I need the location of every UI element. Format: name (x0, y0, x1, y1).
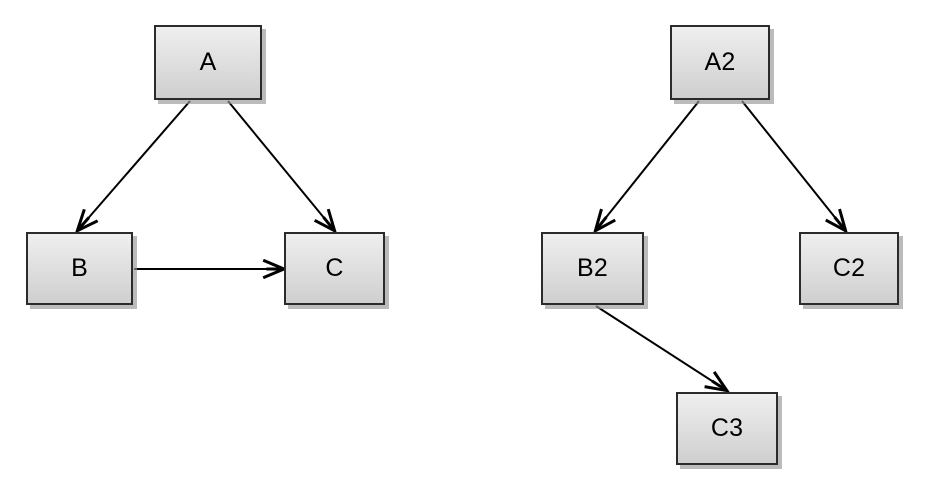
edge-a-c (227, 100, 334, 230)
edges-group (78, 100, 845, 390)
node-a[interactable]: A (154, 25, 262, 100)
node-c3[interactable]: C3 (676, 392, 778, 465)
node-label-b: B (71, 254, 88, 282)
node-c2[interactable]: C2 (799, 232, 899, 305)
node-b[interactable]: B (26, 232, 133, 305)
edge-a2-c2 (741, 100, 845, 230)
node-a2[interactable]: A2 (670, 25, 770, 100)
node-label-a2: A2 (704, 48, 736, 76)
node-c[interactable]: C (284, 232, 385, 305)
node-label-b2: B2 (577, 254, 608, 282)
node-label-c3: C3 (710, 414, 744, 442)
edge-b2-c3 (595, 305, 726, 390)
node-label-c: C (325, 254, 344, 282)
node-b2[interactable]: B2 (541, 232, 644, 305)
node-label-c2: C2 (832, 254, 866, 282)
edge-a-b (78, 100, 191, 230)
node-label-a: A (199, 48, 217, 76)
edge-a2-b2 (596, 100, 700, 230)
